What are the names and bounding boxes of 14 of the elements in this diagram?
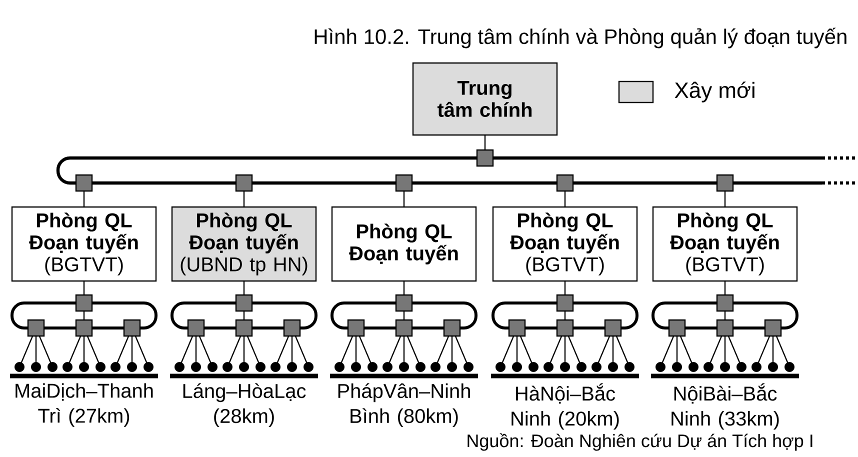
- office-box: Phòng QL Đoạn tuyến: [331, 206, 477, 282]
- office-box: Phòng QL Đoạn tuyến (UBND tp HN): [171, 206, 317, 282]
- segment-label: NộiBài–Bắc Ninh (33km): [672, 383, 779, 430]
- segment-label: HàNội–Bắc Ninh (20km): [512, 383, 619, 430]
- main-center-box: Trung tâm chính: [412, 62, 558, 136]
- title: Hình 10.2. Trung tâm chính và Phòng quản lý đoạn tuyến: [314, 28, 846, 48]
- segment-label: PhápVân–Ninh Bình (80km): [338, 383, 470, 428]
- office-box: Phòng QL Đoạn tuyến (BGTVT): [652, 206, 798, 282]
- legend-label: Xây mới: [674, 82, 754, 102]
- segment-label: MaiDịch–Thanh Trì (27km): [16, 383, 153, 427]
- source-note: Nguồn: Đoàn Nghiên cứu Dự án Tích hợp I: [468, 433, 812, 451]
- segment-label: Láng–HòaLạc (28km): [183, 383, 306, 428]
- office-box: Phòng QL Đoạn tuyến (BGTVT): [11, 206, 157, 282]
- office-box: Phòng QL Đoạn tuyến (BGTVT): [492, 206, 638, 282]
